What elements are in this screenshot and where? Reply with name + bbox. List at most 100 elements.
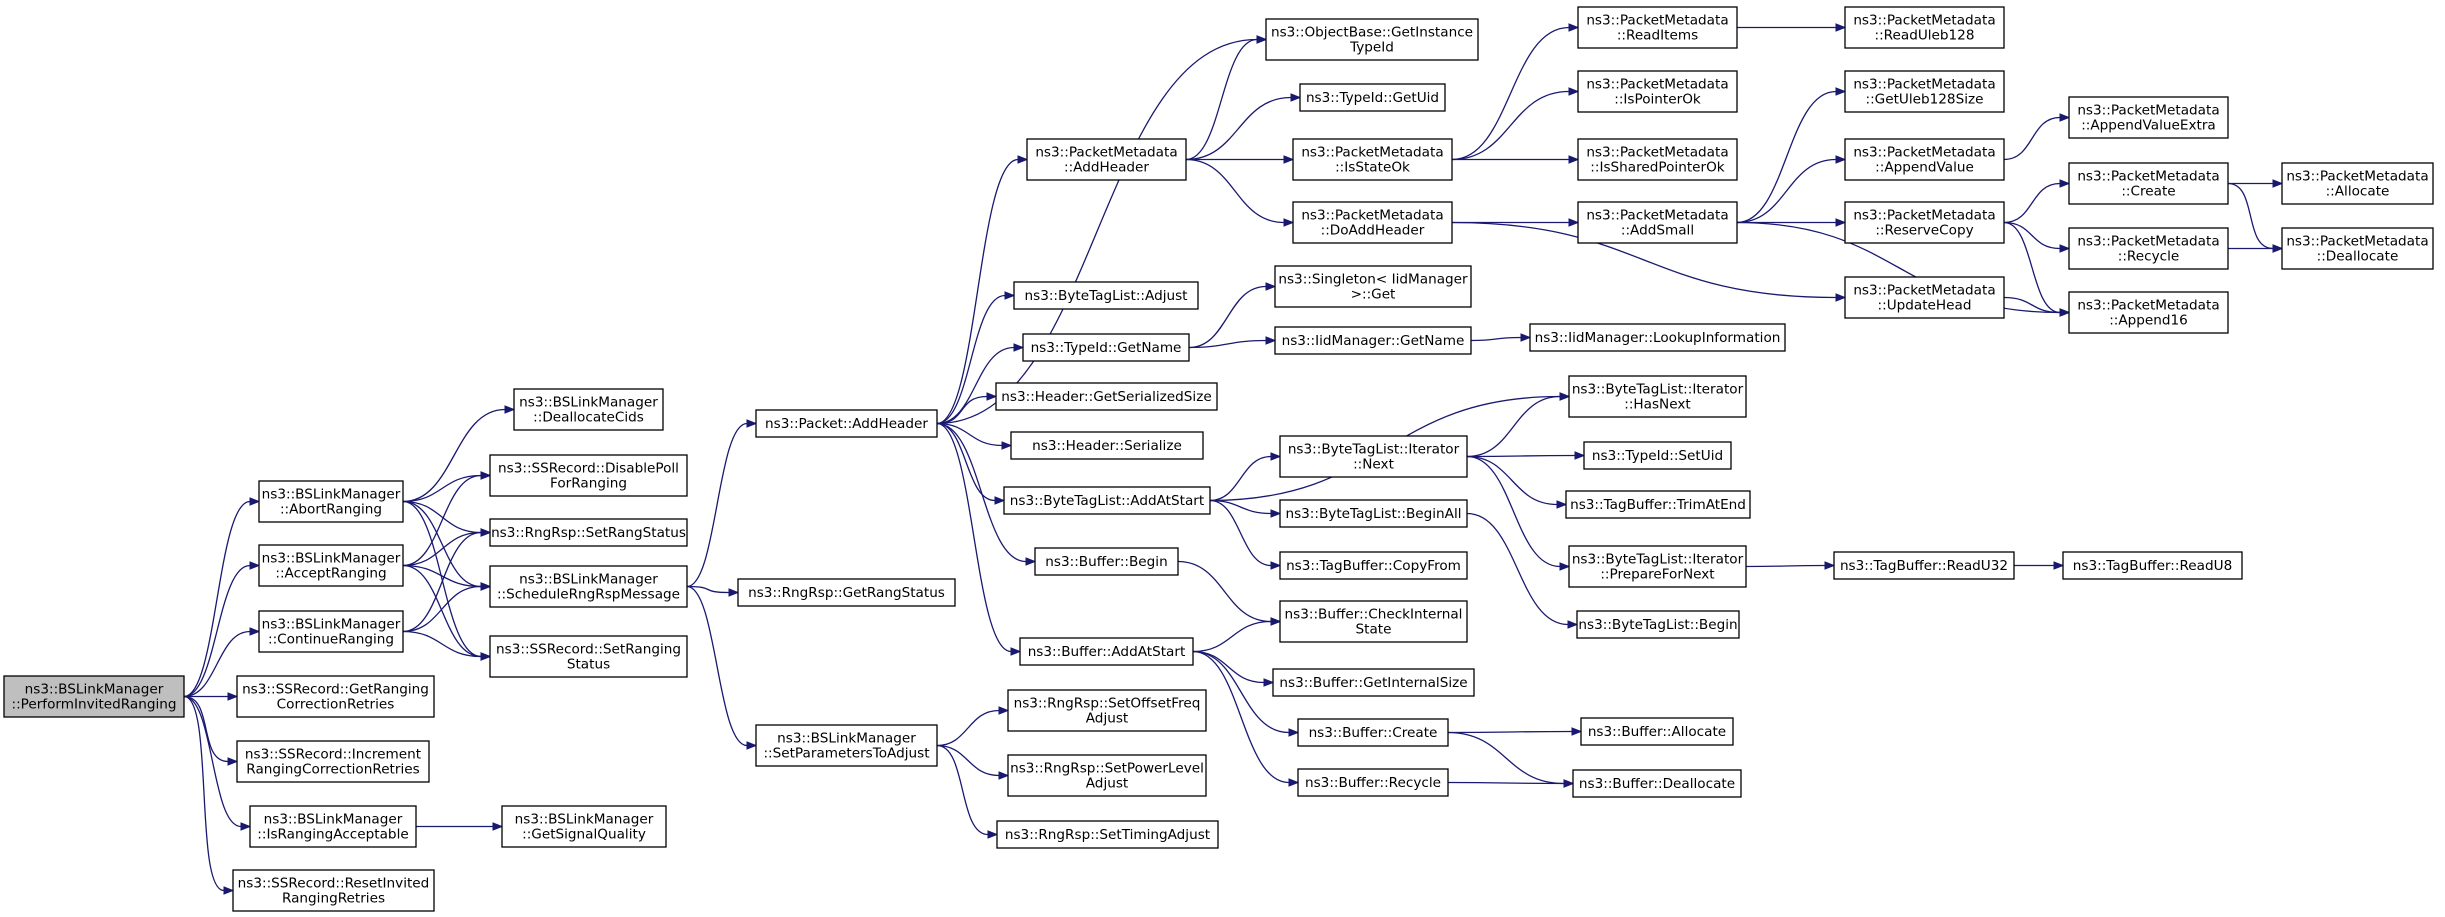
graph-node[interactable]: ns3::PacketMetadata::UpdateHead [1844,276,2005,319]
arrow-head [2059,113,2071,122]
graph-node[interactable]: ns3::TagBuffer::ReadU8 [2062,551,2243,580]
graph-node[interactable]: ns3::IidManager::GetName [1274,326,1472,355]
graph-node[interactable]: ns3::TagBuffer::CopyFrom [1279,551,1468,580]
edge-line [402,630,482,658]
node-box [1577,201,1738,244]
graph-node[interactable]: ns3::PacketMetadata::IsStateOk [1292,138,1453,181]
node-label: ns3::ByteTagList::Iterator [1572,382,1744,398]
graph-node[interactable]: ns3::TypeId::SetUid [1583,441,1732,470]
graph-node[interactable]: ns3::BSLinkManager::PerformInvitedRangin… [3,675,185,718]
graph-node[interactable]: ns3::RngRsp::GetRangStatus [737,578,956,607]
graph-node[interactable]: ns3::Buffer::Deallocate [1572,769,1742,798]
arrow-head [1288,728,1300,737]
graph-node[interactable]: ns3::BSLinkManager::AbortRanging [258,480,404,523]
graph-node[interactable]: ns3::ByteTagList::Adjust [1013,281,1199,310]
arrow-head [1283,155,1295,164]
graph-node[interactable]: ns3::PacketMetadata::Append16 [2068,291,2229,334]
graph-node[interactable]: ns3::TypeId::GetName [1022,333,1190,362]
node-box [1572,769,1742,798]
graph-node[interactable]: ns3::PacketMetadata::IsPointerOk [1577,70,1738,113]
graph-node[interactable]: ns3::Buffer::Create [1297,718,1449,747]
edge-line [183,564,251,698]
arrow-head [249,497,261,506]
graph-node[interactable]: ns3::ByteTagList::BeginAll [1279,499,1468,528]
graph-node[interactable]: ns3::BSLinkManager::ScheduleRngRspMessag… [489,565,688,608]
node-box [1565,490,1751,519]
graph-node[interactable]: ns3::Buffer::GetInternalSize [1272,668,1475,697]
graph-node[interactable]: ns3::RngRsp::SetRangStatus [489,518,688,547]
graph-node[interactable]: ns3::IidManager::LookupInformation [1529,323,1786,352]
graph-node[interactable]: ns3::PacketMetadata::ReadItems [1577,6,1738,49]
arrow-head [1265,336,1277,345]
call-edge [183,692,239,701]
graph-node[interactable]: ns3::Buffer::Allocate [1580,717,1734,746]
edge-line [402,564,482,588]
graph-node[interactable]: ns3::PacketMetadata::ReserveCopy [1844,201,2005,244]
graph-node[interactable]: ns3::Singleton< IidManager>::Get [1274,265,1472,308]
node-label: ns3::ByteTagList::Iterator [1572,552,1744,568]
graph-node[interactable]: ns3::PacketMetadata::IsSharedPointerOk [1577,138,1738,181]
graph-node[interactable]: ns3::SSRecord::ResetInvitedRangingRetrie… [232,869,435,912]
graph-node[interactable]: ns3::SSRecord::GetRangingCorrectionRetri… [236,675,435,718]
call-edge [1737,23,1847,32]
graph-node[interactable]: ns3::BSLinkManager::DeallocateCids [513,388,664,431]
graph-node[interactable]: ns3::TypeId::GetUid [1299,83,1446,112]
graph-node[interactable]: ns3::PacketMetadata::AddSmall [1577,201,1738,244]
node-label: ::HasNext [1624,397,1690,413]
arrow-head [480,582,492,591]
edge-line [1451,26,1570,161]
graph-node[interactable]: ns3::PacketMetadata::AddHeader [1026,138,1187,181]
graph-node[interactable]: ns3::ByteTagList::Iterator::Next [1279,435,1468,478]
graph-node[interactable]: ns3::Buffer::Recycle [1297,768,1449,797]
node-box [1007,754,1207,797]
graph-node[interactable]: ns3::PacketMetadata::Recycle [2068,227,2229,270]
graph-node[interactable]: ns3::ByteTagList::Iterator::HasNext [1568,375,1747,418]
node-label: ns3::RngRsp::SetTimingAdjust [1005,827,1210,843]
graph-node[interactable]: ns3::BSLinkManager::ContinueRanging [258,610,404,653]
node-label: ::IsSharedPointerOk [1590,160,1725,176]
graph-node[interactable]: ns3::PacketMetadata::Allocate [2281,162,2434,205]
graph-node[interactable]: ns3::PacketMetadata::GetUleb128Size [1844,70,2005,113]
graph-node[interactable]: ns3::Header::GetSerializedSize [995,382,1218,411]
graph-node[interactable]: ns3::BSLinkManager::AcceptRanging [258,544,404,587]
node-box [1013,281,1199,310]
node-box [3,675,185,718]
node-label: ::UpdateHead [1878,298,1972,314]
graph-node[interactable]: ns3::BSLinkManager::IsRangingAcceptable [249,805,417,848]
graph-node[interactable]: ns3::TagBuffer::TrimAtEnd [1565,490,1751,519]
graph-node[interactable]: ns3::PacketMetadata::AppendValue [1844,138,2005,181]
node-box [1576,610,1740,639]
graph-node[interactable]: ns3::PacketMetadata::AppendValueExtra [2068,96,2229,139]
graph-node[interactable]: ns3::ByteTagList::AddAtStart [1003,486,1211,515]
call-edge [1452,155,1580,164]
edge-line [936,422,996,502]
graph-node[interactable]: ns3::PacketMetadata::Create [2068,162,2229,205]
graph-node[interactable]: ns3::Packet::AddHeader [755,409,938,438]
node-label: ns3::PacketMetadata [2077,298,2219,314]
graph-node[interactable]: ns3::ByteTagList::Begin [1576,610,1740,639]
graph-node[interactable]: ns3::SSRecord::IncrementRangingCorrectio… [236,740,430,783]
graph-node[interactable]: ns3::BSLinkManager::GetSignalQuality [501,805,667,848]
edge-line [183,695,229,763]
graph-node[interactable]: ns3::PacketMetadata::DoAddHeader [1292,201,1453,244]
edge-line [183,695,225,892]
node-box [1297,768,1449,797]
graph-node[interactable]: ns3::Header::Serialize [1010,431,1204,460]
graph-node[interactable]: ns3::TagBuffer::ReadU32 [1833,551,2015,580]
node-box [1265,18,1479,61]
graph-node[interactable]: ns3::PacketMetadata::Deallocate [2281,227,2434,270]
graph-node[interactable]: ns3::Buffer::Begin [1034,547,1179,576]
graph-node[interactable]: ns3::Buffer::AddAtStart [1019,637,1194,666]
graph-node[interactable]: ns3::ByteTagList::Iterator::PrepareForNe… [1568,545,1747,588]
node-label: ::Next [1353,457,1394,473]
graph-node[interactable]: ns3::BSLinkManager::SetParametersToAdjus… [755,724,938,767]
graph-node[interactable]: ns3::RngRsp::SetTimingAdjust [996,820,1219,849]
graph-node[interactable]: ns3::PacketMetadata::ReadUleb128 [1844,6,2005,49]
arrow-head [1270,561,1282,570]
